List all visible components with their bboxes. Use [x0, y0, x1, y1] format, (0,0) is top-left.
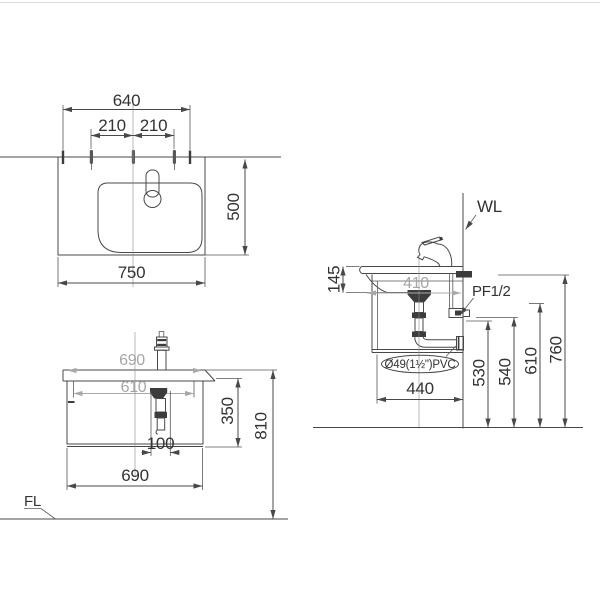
supply-label-text: PF1/2	[472, 283, 511, 300]
dim-610-side-label: 610	[522, 347, 541, 374]
dim-500: 500	[205, 159, 249, 256]
side-view: WL	[313, 193, 583, 429]
anchor-bolts	[61, 150, 192, 170]
dim-610-side: 610	[522, 303, 544, 428]
dim-350: 350	[205, 378, 242, 448]
dim-750: 750	[57, 257, 206, 287]
dim-500-label: 500	[224, 193, 243, 220]
dim-145: 145	[325, 266, 385, 293]
cabinet-side	[371, 274, 463, 353]
drain-front-icon	[150, 388, 168, 435]
dim-530-label: 530	[470, 359, 489, 386]
dim-690-inner-label: 690	[119, 352, 145, 369]
supply-label: PF1/2	[459, 283, 511, 316]
dim-690-inner: 690	[67, 352, 202, 374]
dim-610-front-label: 610	[121, 379, 147, 396]
dim-410: 410	[367, 275, 461, 296]
faucet-front-icon	[154, 331, 170, 371]
dim-640-label: 640	[113, 91, 140, 110]
front-view: 690 610	[0, 331, 288, 520]
dim-440: 440	[376, 354, 463, 404]
dim-640: 640	[62, 91, 191, 150]
dim-210-pair: 210 210	[90, 116, 175, 149]
dim-690-bottom-label: 690	[121, 466, 148, 485]
dim-530: 530	[466, 320, 492, 428]
dim-210-right-label: 210	[140, 116, 167, 135]
dim-540-label: 540	[496, 358, 515, 385]
dim-610-front: 610	[73, 379, 195, 398]
faucet-wall-bracket	[456, 271, 472, 278]
dim-410-label: 410	[403, 275, 429, 292]
faucet-plan-icon	[143, 169, 162, 208]
dim-100: 100	[141, 391, 180, 456]
floor-label: FL	[24, 493, 56, 520]
drain-side-icon	[407, 290, 464, 351]
dim-760-label: 760	[547, 336, 566, 363]
dim-810: 810	[252, 370, 276, 519]
drain-pipe-label-text: Ø49(1½")PVC	[385, 359, 456, 371]
drain-pipe-label: Ø49(1½")PVC	[381, 345, 459, 374]
dim-760: 760	[498, 274, 569, 428]
dim-750-label: 750	[118, 263, 145, 282]
wall-label-text: WL	[477, 197, 502, 216]
dim-440-label: 440	[406, 379, 433, 398]
dim-100-label: 100	[147, 434, 174, 453]
dim-540: 540	[476, 317, 518, 428]
basin-outline-plan	[97, 182, 203, 253]
wall-label: WL	[465, 197, 502, 230]
floor-label-text: FL	[24, 493, 41, 510]
dim-210-left-label: 210	[98, 116, 125, 135]
dim-145-label: 145	[325, 266, 344, 293]
dim-810-label: 810	[252, 412, 271, 439]
dim-690-bottom: 690	[66, 448, 203, 490]
supply-fitting-icon	[448, 308, 470, 318]
counter-outline-plan	[57, 156, 206, 256]
dim-350-label: 350	[218, 397, 237, 424]
top-view: 640 210 210 500 750	[0, 91, 281, 287]
